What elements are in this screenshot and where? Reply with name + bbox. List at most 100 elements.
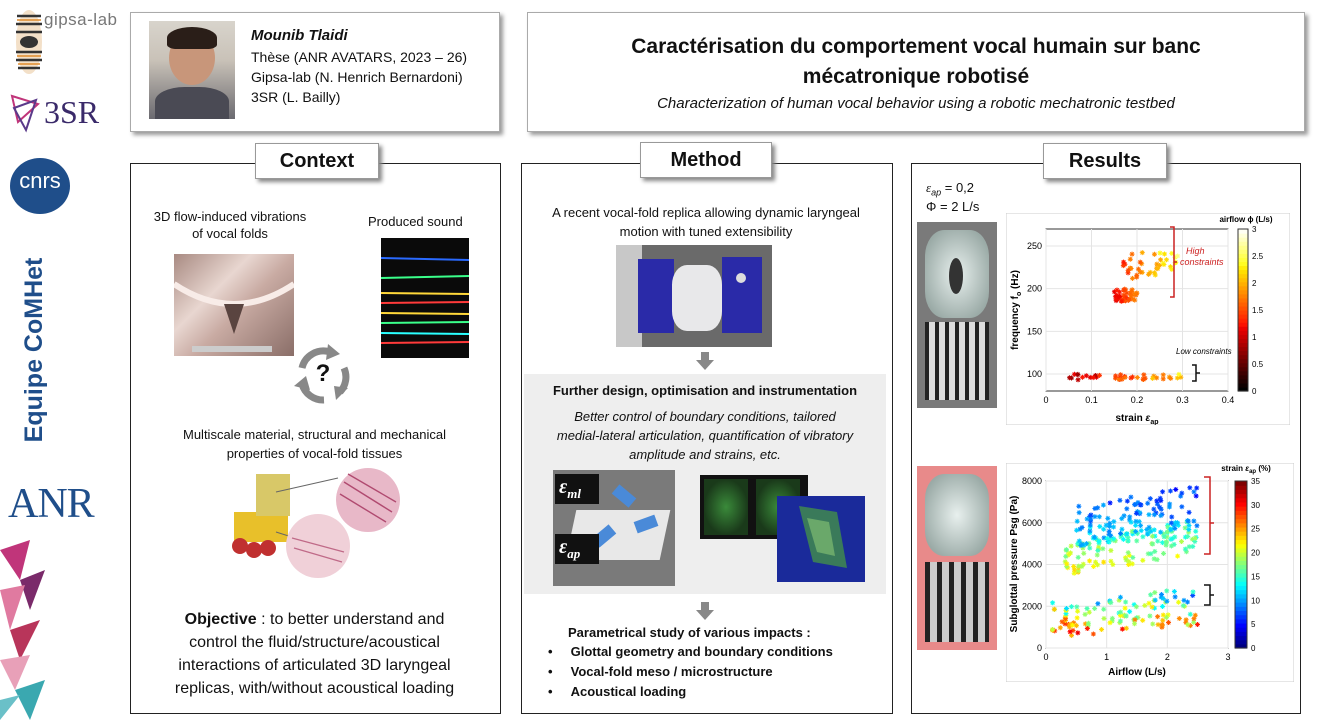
data-point [1154,498,1160,504]
data-point [1128,375,1134,381]
data-point [1175,522,1181,528]
team-label: Equipe CoMHet [20,257,48,443]
title-fr-line1: Caractérisation du comportement vocal hu… [631,35,1201,58]
data-point [1151,527,1157,533]
data-point [1173,486,1179,492]
y-tick-label: 250 [1027,241,1042,251]
y-tick-label: 6000 [1022,518,1042,528]
data-point [1147,496,1153,502]
data-point [1191,619,1197,625]
data-point [1108,558,1114,564]
author-line3: 3SR (L. Bailly) [251,89,341,105]
data-point [1080,545,1086,551]
data-point [1092,514,1098,520]
colorbar-segment [1235,481,1247,486]
data-point [1107,598,1113,604]
data-point [1134,375,1140,381]
replica-caption: A recent vocal-fold replica allowing dyn… [523,203,889,241]
data-point [1158,498,1164,504]
data-point [1101,559,1107,565]
c2-ylabel: Subglottal pressure Psg (Pa) [1009,496,1020,633]
colorbar-tick-label: 1.5 [1252,306,1264,315]
replica-line1: A recent vocal-fold replica allowing dyn… [552,205,860,220]
data-point [1103,522,1109,528]
author-line2: Gipsa-lab (N. Henrich Bernardoni) [251,69,463,85]
data-point [1134,290,1140,296]
data-point [1081,550,1087,556]
data-point [1141,372,1147,378]
colorbar-segment [1238,334,1248,339]
data-point [1151,251,1157,257]
colorbar-segment [1235,564,1247,570]
colorbar-segment [1235,627,1247,632]
data-point [1183,617,1189,623]
replica-line2: motion with tuned extensibility [619,224,793,239]
x-tick-label: 0 [1043,395,1048,405]
data-point [1119,526,1125,532]
data-point [1075,541,1081,547]
colorbar-segment [1238,293,1248,299]
cycle-arrows-icon [290,342,356,408]
results-heading: Results [1043,143,1167,179]
colorbar-segment [1235,572,1247,578]
data-point [1122,605,1128,611]
data-point [1077,526,1083,532]
data-point [1168,527,1174,533]
title-fr-line2: mécatronique robotisé [802,65,1030,88]
data-point [1083,541,1089,547]
c2-high-bracket [1204,476,1214,555]
data-point [1150,541,1156,547]
x-tick-label: 0.2 [1131,395,1144,405]
data-point [1193,528,1199,534]
data-point [1063,606,1069,612]
data-point [1079,374,1085,380]
data-point [1111,519,1117,525]
data-point [1165,612,1171,618]
data-point [1108,600,1114,606]
x-tick-label: 0.3 [1176,395,1189,405]
data-point [1159,540,1165,546]
data-point [1157,495,1163,501]
colorbar-segment [1235,602,1247,607]
colorbar-segment [1238,382,1248,388]
data-point [1162,251,1168,257]
data-point [1050,600,1056,606]
data-point [1132,502,1138,508]
data-point [1151,270,1157,276]
further-title: Further design, optimisation and instrum… [552,383,858,398]
colorbar-segment [1238,326,1248,331]
data-point [1079,541,1085,547]
data-point [1117,497,1123,503]
x-tick-label: 1 [1104,652,1109,662]
data-point [1187,485,1193,491]
data-point [1083,373,1089,379]
data-point [1105,515,1111,521]
param-title: Parametrical study of various impacts : [568,625,811,640]
data-point [1138,523,1144,529]
data-point [1178,374,1184,380]
param-bullets: • Glottal geometry and boundary conditio… [548,642,833,702]
data-point [1128,494,1134,500]
data-point [1160,489,1166,495]
colorbar-segment [1238,350,1248,356]
data-point [1122,555,1128,561]
data-point [1175,253,1181,259]
colorbar-segment [1235,489,1247,495]
objective-line2: control the fluid/structure/acoustical [189,634,440,651]
data-point [1164,588,1170,594]
data-point [1186,522,1192,528]
data-point [1130,554,1136,560]
colorbar-segment [1238,318,1248,323]
data-point [1161,550,1167,556]
data-point [1166,620,1172,626]
data-point [1113,296,1119,302]
data-point [1109,618,1115,624]
data-point [1129,275,1135,281]
colorbar-segment [1235,510,1247,515]
data-point [1159,624,1165,630]
data-point [1108,533,1114,539]
data-point [1101,606,1107,612]
data-point [1116,293,1122,299]
colorbar-segment [1235,514,1247,520]
colorbar-segment [1235,589,1247,595]
